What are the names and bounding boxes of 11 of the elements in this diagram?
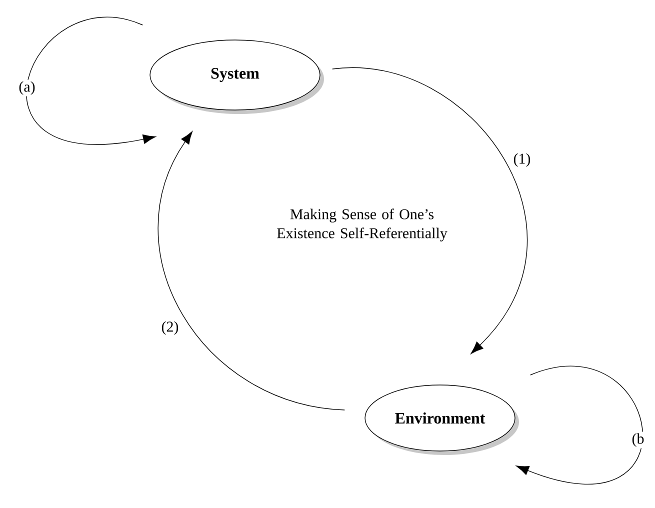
- arrow: [332, 68, 528, 354]
- ellipse-node: System: [150, 40, 324, 114]
- edge-label: (2): [160, 320, 180, 336]
- edge-label: (a): [17, 80, 37, 96]
- arrow: [516, 366, 643, 484]
- edge-label: (1): [512, 152, 532, 168]
- arrow: [26, 17, 156, 145]
- caption-text: Making Sense of One’s Existence Self-Referentially: [277, 208, 448, 242]
- ellipse-node: Environment: [364, 384, 519, 455]
- arrow: [158, 131, 345, 410]
- edge-label: (b: [630, 432, 646, 448]
